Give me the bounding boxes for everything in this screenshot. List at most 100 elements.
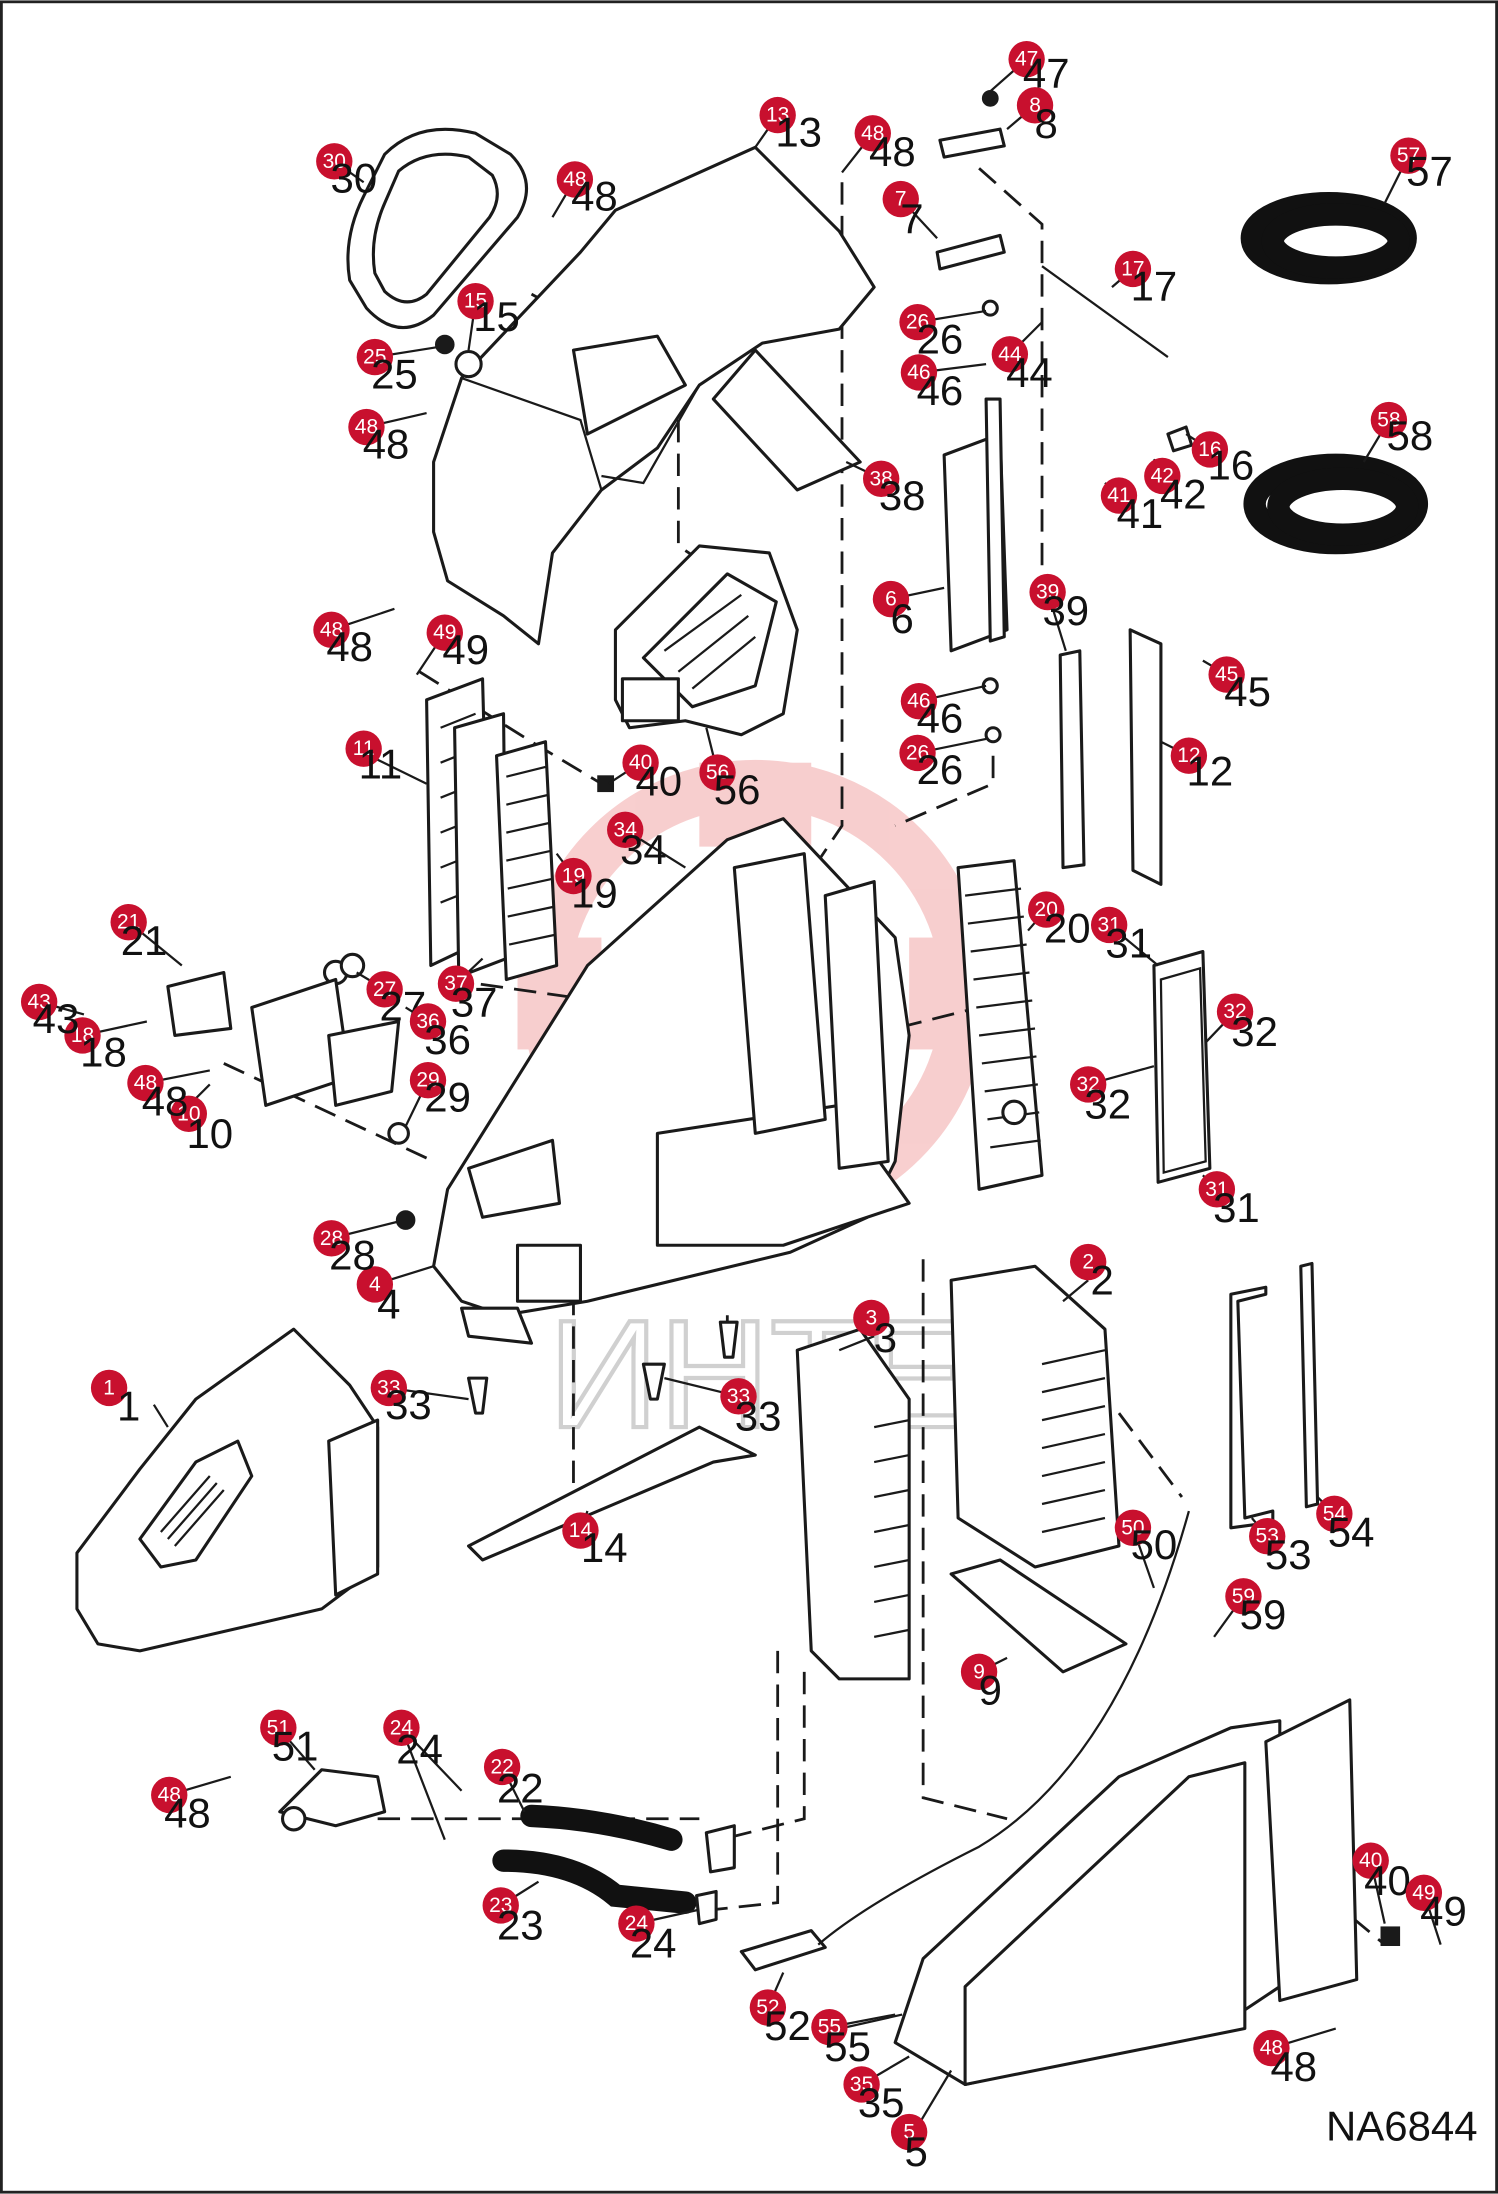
svg-text:14: 14 <box>581 1524 628 1571</box>
svg-text:19: 19 <box>571 869 618 916</box>
svg-text:9: 9 <box>973 1660 985 1683</box>
svg-text:48: 48 <box>355 416 378 439</box>
svg-text:41: 41 <box>1107 484 1130 507</box>
callout-4: 44 <box>356 1266 401 1328</box>
svg-text:32: 32 <box>1223 1000 1246 1023</box>
svg-text:17: 17 <box>1131 262 1178 309</box>
svg-text:2: 2 <box>1082 1251 1094 1274</box>
svg-text:26: 26 <box>906 311 929 334</box>
part-17-rod <box>1041 265 1169 358</box>
svg-text:23: 23 <box>489 1894 512 1917</box>
svg-text:49: 49 <box>1420 1888 1467 1935</box>
svg-text:35: 35 <box>858 2079 905 2126</box>
svg-text:11: 11 <box>353 737 375 760</box>
callout-2: 22 <box>1070 1243 1114 1304</box>
svg-text:27: 27 <box>373 978 396 1001</box>
svg-text:43: 43 <box>27 990 50 1013</box>
svg-text:58: 58 <box>1387 412 1434 459</box>
svg-text:36: 36 <box>424 1016 471 1063</box>
svg-text:29: 29 <box>424 1074 471 1121</box>
svg-text:50: 50 <box>1131 1521 1178 1568</box>
svg-text:34: 34 <box>614 818 638 841</box>
part-38-flap <box>711 348 862 492</box>
svg-text:48: 48 <box>363 420 410 467</box>
svg-text:31: 31 <box>1097 913 1120 936</box>
part-58-hose-coil <box>1243 453 1429 555</box>
svg-text:28: 28 <box>320 1227 343 1250</box>
svg-text:18: 18 <box>71 1024 94 1047</box>
svg-text:7: 7 <box>895 188 907 211</box>
svg-text:57: 57 <box>1406 148 1453 195</box>
part-12-strip <box>1128 628 1163 886</box>
part-6-column <box>942 397 1009 653</box>
part-52-sensor <box>739 1510 1190 1972</box>
part-30-gasket <box>346 127 529 329</box>
svg-text:28: 28 <box>329 1232 376 1279</box>
svg-text:59: 59 <box>1240 1591 1287 1638</box>
svg-text:56: 56 <box>714 766 761 813</box>
svg-text:39: 39 <box>1036 581 1059 604</box>
svg-text:48: 48 <box>158 1783 181 1806</box>
svg-text:24: 24 <box>390 1716 414 1739</box>
svg-text:37: 37 <box>451 978 498 1025</box>
svg-text:10: 10 <box>177 1102 200 1125</box>
svg-text:54: 54 <box>1328 1508 1375 1555</box>
svg-text:33: 33 <box>377 1376 400 1399</box>
svg-text:25: 25 <box>371 350 418 397</box>
svg-text:2: 2 <box>1090 1257 1113 1304</box>
svg-text:31: 31 <box>1213 1184 1260 1231</box>
svg-text:52: 52 <box>764 2002 811 2049</box>
svg-text:48: 48 <box>320 618 343 641</box>
callout-6: 66 <box>872 580 914 642</box>
svg-text:9: 9 <box>979 1667 1002 1714</box>
svg-text:32: 32 <box>1231 1008 1278 1055</box>
svg-text:30: 30 <box>323 150 346 173</box>
svg-text:21: 21 <box>121 917 168 964</box>
svg-text:17: 17 <box>1121 257 1144 280</box>
svg-text:44: 44 <box>1006 349 1053 396</box>
part-9-plate <box>949 1558 1128 1674</box>
svg-text:25: 25 <box>363 346 386 369</box>
svg-text:13: 13 <box>775 108 822 155</box>
svg-text:23: 23 <box>497 1902 544 1949</box>
svg-text:49: 49 <box>433 621 456 644</box>
svg-text:33: 33 <box>385 1381 432 1428</box>
part-39-strip <box>1058 649 1086 870</box>
svg-text:18: 18 <box>80 1029 127 1076</box>
svg-text:15: 15 <box>473 293 520 340</box>
part-13-upper-cover <box>432 145 876 646</box>
callout-5: 55 <box>890 2113 928 2175</box>
svg-text:59: 59 <box>1232 1585 1255 1608</box>
svg-text:20: 20 <box>1035 898 1058 921</box>
svg-text:24: 24 <box>396 1725 443 1772</box>
svg-text:26: 26 <box>906 741 929 764</box>
